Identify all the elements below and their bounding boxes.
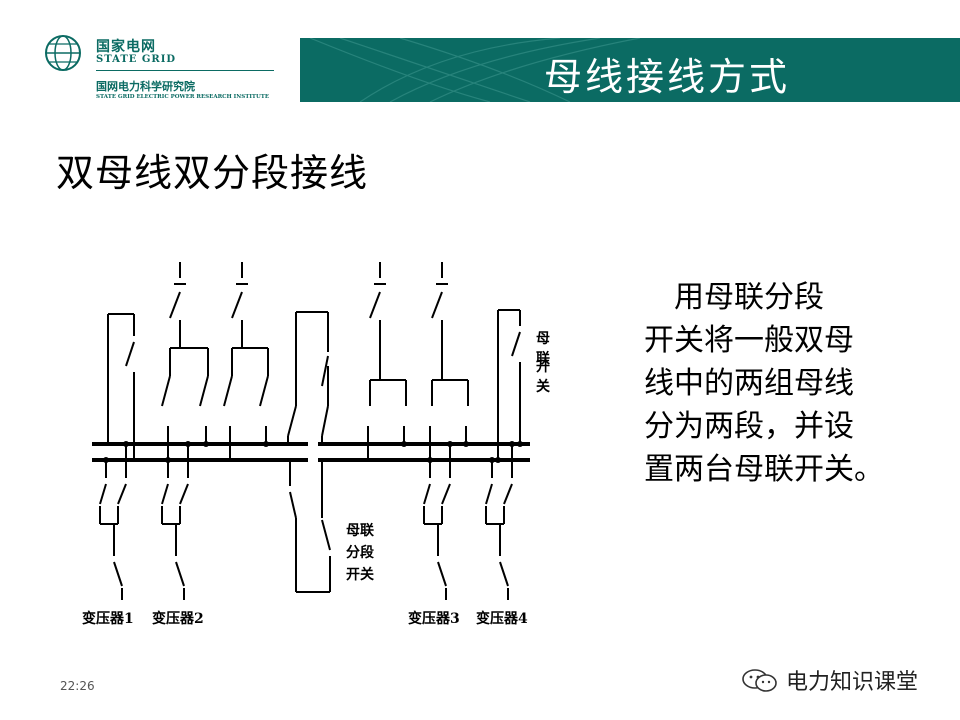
globe-logo-icon xyxy=(45,35,81,71)
logo-institute-cn: 国网电力科学研究院 xyxy=(96,80,195,93)
description-line-4: 分为两段，并设 xyxy=(644,409,854,444)
bus-coupler-label-1: 母联 xyxy=(536,331,550,367)
slide-heading: 双母线双分段接线 xyxy=(56,151,369,195)
description-line-2: 开关将一般双母 xyxy=(644,323,854,358)
wiring-diagram xyxy=(92,262,530,600)
logo-institute-en: STATE GRID ELECTRIC POWER RESEARCH INSTI… xyxy=(96,94,270,100)
watermark-text: 电力知识课堂 xyxy=(786,670,919,695)
description-line-5: 置两台母联开关。 xyxy=(644,452,884,487)
watermark: 电力知识课堂 xyxy=(740,664,918,696)
state-grid-logo: 国家电网 STATE GRID 国网电力科学研究院 STATE GRID ELE… xyxy=(44,32,280,104)
bus-section-label-3: 开关 xyxy=(346,567,374,583)
transformer-1-label: 变压器1 xyxy=(82,611,134,627)
bus-coupler-label-2: 开关 xyxy=(536,359,550,395)
logo-divider xyxy=(96,70,274,71)
transformer-3-label: 变压器3 xyxy=(408,611,460,627)
description-line-1: 用母联分段 xyxy=(644,280,824,315)
wechat-icon xyxy=(742,669,777,692)
description-text: 用母联分段 开关将一般双母 线中的两组母线 分为两段，并设 置两台母联开关。 xyxy=(644,276,934,491)
transformer-4-label: 变压器4 xyxy=(476,611,528,627)
banner-title: 母线接线方式 xyxy=(543,55,790,99)
description-line-3: 线中的两组母线 xyxy=(644,366,854,401)
bus-section-label-1: 母联 xyxy=(346,523,374,539)
title-banner: 母线接线方式 xyxy=(300,38,960,102)
double-bus-double-section-diagram: 母联 开关 母联 分段 开关 变压器1 变压器2 变压器3 变压器4 xyxy=(78,256,558,627)
logo-org-cn: 国家电网 xyxy=(96,39,156,55)
timestamp: 22:26 xyxy=(60,679,95,693)
transformer-2-label: 变压器2 xyxy=(152,611,204,627)
banner-pattern xyxy=(309,38,641,102)
logo-org-en: STATE GRID xyxy=(96,54,177,65)
bus-section-label-2: 分段 xyxy=(346,545,374,561)
